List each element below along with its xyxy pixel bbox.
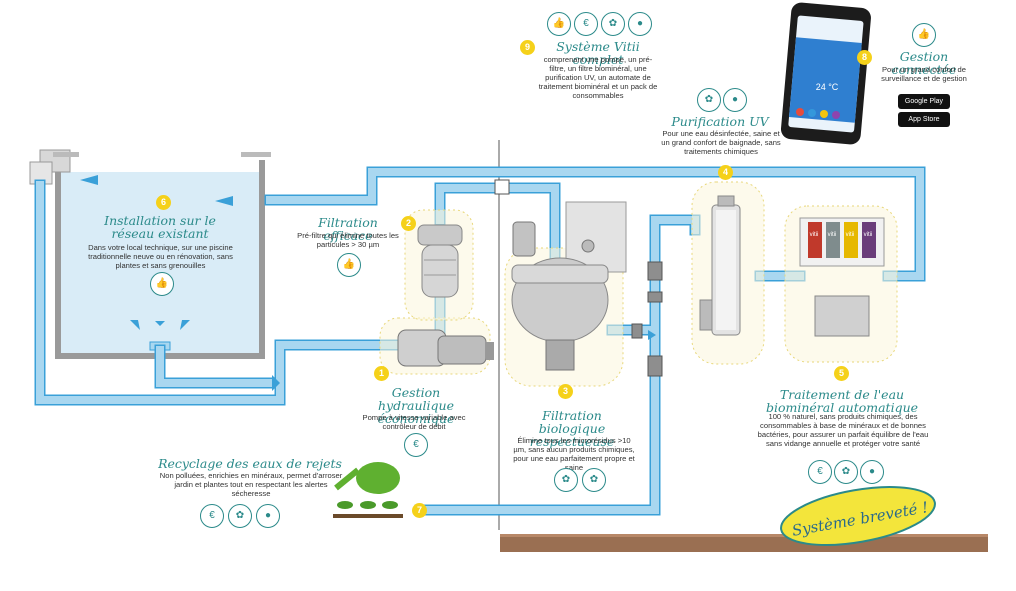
phone-temperature: 24 °C xyxy=(815,82,839,92)
step-8-title: Gestion connectée xyxy=(891,49,957,77)
step-4-title: Purification UV xyxy=(671,114,769,129)
uv-unit xyxy=(699,195,741,336)
step-5-number: 5 xyxy=(834,366,849,381)
step-6-title: Installation sur le réseau existant xyxy=(104,213,216,241)
thumbs-up-icon: 👍 xyxy=(547,12,571,36)
leaf-icon: ✿ xyxy=(601,12,625,36)
leaf-icon: ✿ xyxy=(582,468,606,492)
cartridge-label: vitii xyxy=(809,232,819,238)
pool-arrows xyxy=(130,312,656,391)
watering-can xyxy=(334,462,400,494)
step-6-text: Dans votre local technique, sur une pisc… xyxy=(88,243,233,270)
plants xyxy=(333,501,403,518)
step-8-text: Pour un grand confort de surveillance et… xyxy=(881,65,967,83)
pump xyxy=(397,329,494,367)
thumbs-up-icon: 👍 xyxy=(337,253,361,277)
google-play-badge[interactable]: Google Play xyxy=(898,94,950,109)
step-9-text: comprenant une pompe, un pré-filtre, un … xyxy=(538,55,658,100)
inflow-arrow xyxy=(80,175,98,185)
cartridge-label: vitii xyxy=(845,232,855,238)
step-6-number: 6 xyxy=(156,195,171,210)
euro-hand-icon: € xyxy=(404,433,428,457)
valves xyxy=(494,179,663,377)
step-5-text: 100 % naturel, sans produits chimiques, … xyxy=(757,412,929,448)
thumbs-up-icon: 👍 xyxy=(150,272,174,296)
water-drop-icon: ● xyxy=(860,460,884,484)
step-2-title: Filtration efficace xyxy=(318,215,378,243)
step-1-title: Gestion hydraulique économique xyxy=(377,385,455,426)
cartridge-label: vitii xyxy=(827,232,837,238)
step-3-text: Élimine tous les microrésidus >10 µm, sa… xyxy=(513,436,635,472)
inflow-arrow-2 xyxy=(215,196,233,206)
water-drop-icon: ● xyxy=(723,88,747,112)
step-5-title: Traitement de l'eau biominéral automatiq… xyxy=(765,387,919,415)
cartridge-label: vitii xyxy=(863,232,873,238)
pipes xyxy=(34,166,926,516)
step-4-number: 4 xyxy=(718,165,733,180)
step-8-number: 8 xyxy=(857,50,872,65)
app-store-badge[interactable]: App Store xyxy=(898,112,950,127)
step-2-text: Pré-filtre qui élimine toutes les partic… xyxy=(297,231,399,249)
step-7-number: 7 xyxy=(412,503,427,518)
leaf-icon: ✿ xyxy=(228,504,252,528)
step-9-title: Système Vitii complet xyxy=(556,39,640,67)
euro-hand-icon: € xyxy=(574,12,598,36)
leaf-icon: ✿ xyxy=(554,468,578,492)
treatment-unit xyxy=(799,217,885,337)
filter-tank xyxy=(511,201,627,371)
step-1-number: 1 xyxy=(374,366,389,381)
smartphone xyxy=(780,2,871,145)
step-3-number: 3 xyxy=(558,384,573,399)
euro-hand-icon: € xyxy=(200,504,224,528)
thumbs-up-icon: 👍 xyxy=(912,23,936,47)
step-7-text: Non polluées, enrichies en minéraux, per… xyxy=(159,471,343,498)
step-7-title: Recyclage des eaux de rejets xyxy=(158,456,342,471)
step-9-number: 9 xyxy=(520,40,535,55)
leaf-icon: ✿ xyxy=(697,88,721,112)
step-1-text: Pompe à vitesse variable avec contrôleur… xyxy=(362,413,466,431)
step-2-number: 2 xyxy=(401,216,416,231)
water-drop-icon: ● xyxy=(628,12,652,36)
euro-hand-icon: € xyxy=(808,460,832,484)
patent-badge xyxy=(780,486,936,546)
water-drop-icon: ● xyxy=(256,504,280,528)
step-4-text: Pour une eau désinfectée, saine et un gr… xyxy=(661,129,781,156)
prefilter xyxy=(417,224,463,298)
step-3-title: Filtration biologique respectueuse xyxy=(529,408,615,449)
leaf-icon: ✿ xyxy=(834,460,858,484)
